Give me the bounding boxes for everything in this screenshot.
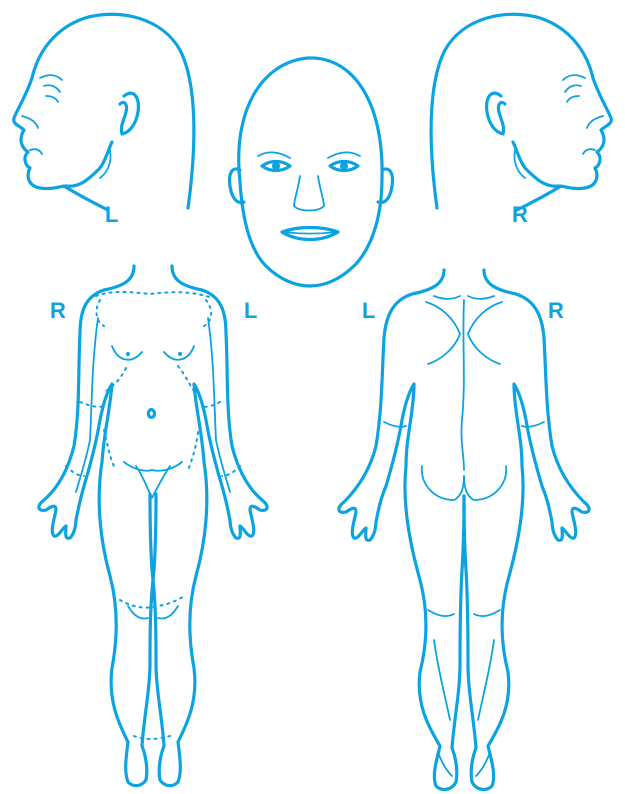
body-back <box>339 270 589 789</box>
label-back-right: R <box>548 298 564 323</box>
head-left-profile <box>14 14 194 210</box>
label-front-left: L <box>244 298 257 323</box>
head-right-profile <box>431 14 611 210</box>
label-head-left: L <box>105 202 118 227</box>
label-head-right: R <box>512 202 528 227</box>
label-front-right: R <box>50 298 66 323</box>
face-front <box>229 58 392 286</box>
label-back-left: L <box>362 298 375 323</box>
body-front <box>39 266 267 786</box>
